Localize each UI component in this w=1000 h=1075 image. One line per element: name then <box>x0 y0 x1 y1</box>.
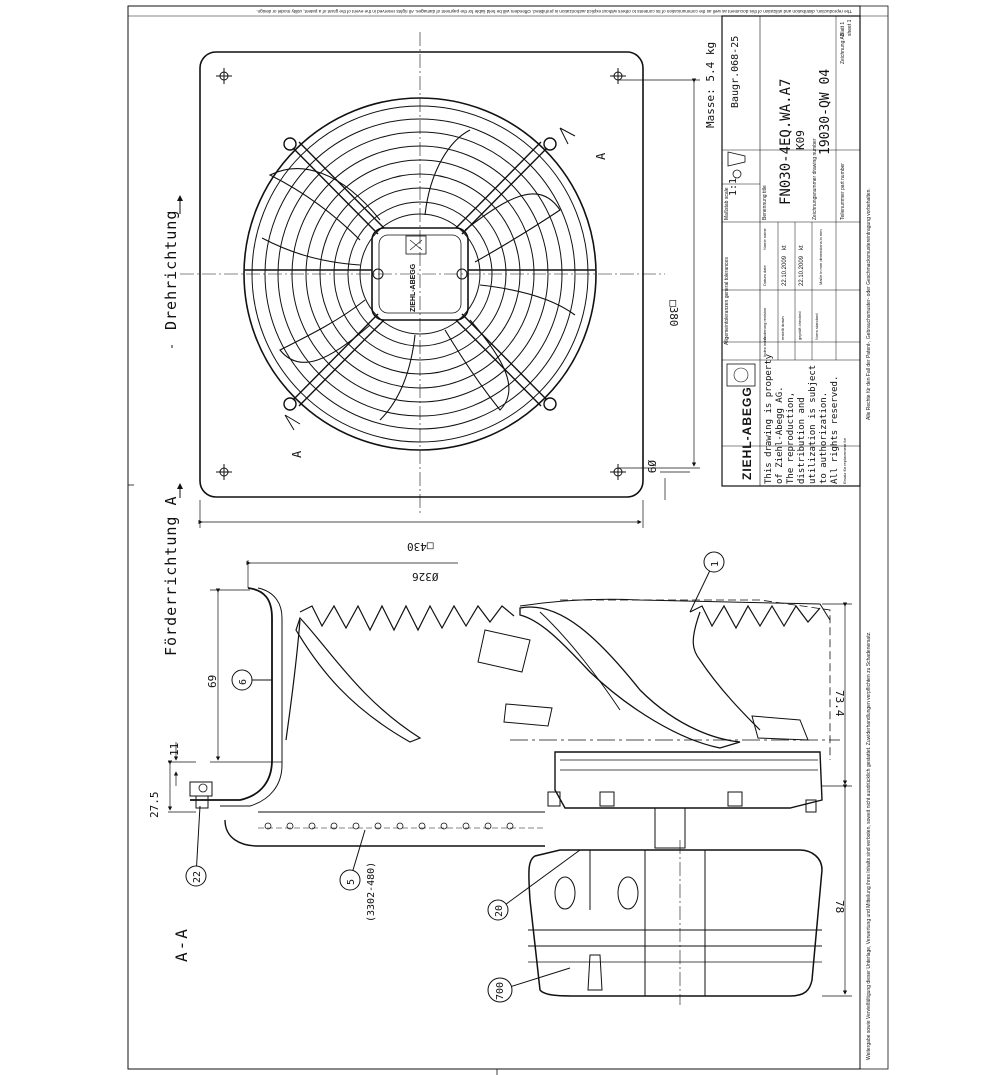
created-label: erstellt drawn <box>780 316 785 340</box>
size-group: Baugr.068-25 <box>730 35 741 108</box>
balloon-6 <box>231 669 253 691</box>
property-line: to authorization. <box>819 391 829 484</box>
date-label: Datum date <box>762 265 767 286</box>
balloon-700 <box>487 977 513 1003</box>
dimensions-note: Maße in mm dimensions in mm <box>818 229 823 285</box>
right-border-note-upper: Alle Rechte für den Fall der Patent-, Ge… <box>866 188 872 420</box>
checked-date: 22.10.2009 <box>799 255 805 286</box>
dimension-plate-size: □430 <box>407 540 434 553</box>
general-tolerances: Allgemeintoleranzen general tolerances <box>724 257 730 345</box>
dimension-hole-spacing: □380 <box>667 300 680 327</box>
dimension-78: 78 <box>833 900 846 914</box>
section-label: A-A <box>172 927 191 962</box>
sheet-of: sheet 1 <box>847 19 853 36</box>
part-number-label: Teilenummer part number <box>840 163 846 220</box>
dimension-impeller-diameter: Ø326 <box>412 570 439 583</box>
right-border-note-lower: Weitergabe sowie Vervielfältigung dieser… <box>866 631 872 1060</box>
property-line: distribution and <box>797 397 807 484</box>
created-name: kt <box>782 245 788 250</box>
title-block <box>721 15 861 487</box>
item-balloons <box>185 551 725 1003</box>
fan-guard-rings <box>243 97 597 451</box>
guard-plate <box>224 819 545 847</box>
motor-housing <box>528 849 823 997</box>
checked-name: kt <box>799 245 805 250</box>
dimension-11: 11 <box>168 742 181 756</box>
standard-label: Norm standard <box>814 313 819 340</box>
fan-blades <box>261 129 576 421</box>
balloon-1-text: 1 <box>710 560 721 567</box>
top-border-note: The reproduction, distribution and utili… <box>256 9 852 14</box>
balloon-20 <box>487 899 509 921</box>
sheet-frame <box>127 5 889 1075</box>
inlet-ring <box>190 587 273 801</box>
balloon-6-text: 6 <box>238 678 249 685</box>
rotation-arrow <box>171 195 183 498</box>
balloon-5-text: 5 <box>346 878 357 885</box>
flow-direction-label: Förderrichtung A <box>162 495 180 657</box>
designation-value: FN030-4EQ.WA.A7 <box>778 78 794 205</box>
dimension-73-4: 73.4 <box>833 690 846 717</box>
balloon-1 <box>703 551 725 573</box>
dimension-69: 69 <box>206 674 219 688</box>
scale-value: 1:1 <box>728 177 739 196</box>
motor-hub <box>371 227 469 321</box>
brand-logo-text: ZIEHL-ABEGG <box>740 386 754 480</box>
balloon-700-text: 700 <box>495 981 506 1000</box>
name-label: Name name <box>762 228 767 250</box>
replaced-by: Ersatz für replacement for <box>842 437 847 484</box>
property-line: The reproduction, <box>786 391 796 484</box>
property-line: of Ziehl-Abegg AG. <box>775 386 785 484</box>
designation-label: Benennung title <box>762 185 768 220</box>
change-label: Änderung revision <box>762 307 767 340</box>
section-marker-upper: A <box>594 152 608 160</box>
drawing-number: 19030-QW 04 <box>818 68 833 155</box>
dimension-hole-diameter: Ø9 <box>645 460 658 474</box>
rotation-direction-label: Drehrichtung <box>162 209 180 330</box>
guard-reference: (3302-480) <box>366 861 377 922</box>
impeller-edge <box>299 604 515 632</box>
checked-label: geprüft checked <box>797 311 802 340</box>
balloon-5 <box>339 869 361 891</box>
balloon-20-text: 20 <box>494 904 505 917</box>
guard-struts <box>245 137 595 411</box>
created-date: 22.10.2009 <box>782 255 788 286</box>
property-line: This drawing is property <box>764 353 774 484</box>
mass-value: Masse: 5.4 kg <box>704 41 717 128</box>
section-marker-lower: A <box>290 450 304 458</box>
drawing-format: Zeichnung A3 <box>840 33 846 64</box>
section-dimensions <box>167 560 852 997</box>
section-view <box>189 587 840 1005</box>
hub-brand-label: ZIEHL-ABEGG <box>410 263 417 312</box>
balloon-22 <box>185 865 207 887</box>
motor-rotor <box>554 751 823 809</box>
dimension-27-5: 27.5 <box>148 791 161 819</box>
property-line: utilization is subject <box>808 364 818 484</box>
mounting-plate <box>199 51 644 498</box>
balloon-22-text: 22 <box>192 870 203 883</box>
property-line: All rights reserved. <box>830 375 840 484</box>
designation-sub: K09 <box>794 130 807 150</box>
front-dimensions <box>198 78 700 528</box>
property-note: This drawing is property of Ziehl-Abegg … <box>764 354 841 484</box>
front-view <box>180 32 665 515</box>
sheet-number: Blatt 1 <box>840 21 846 36</box>
